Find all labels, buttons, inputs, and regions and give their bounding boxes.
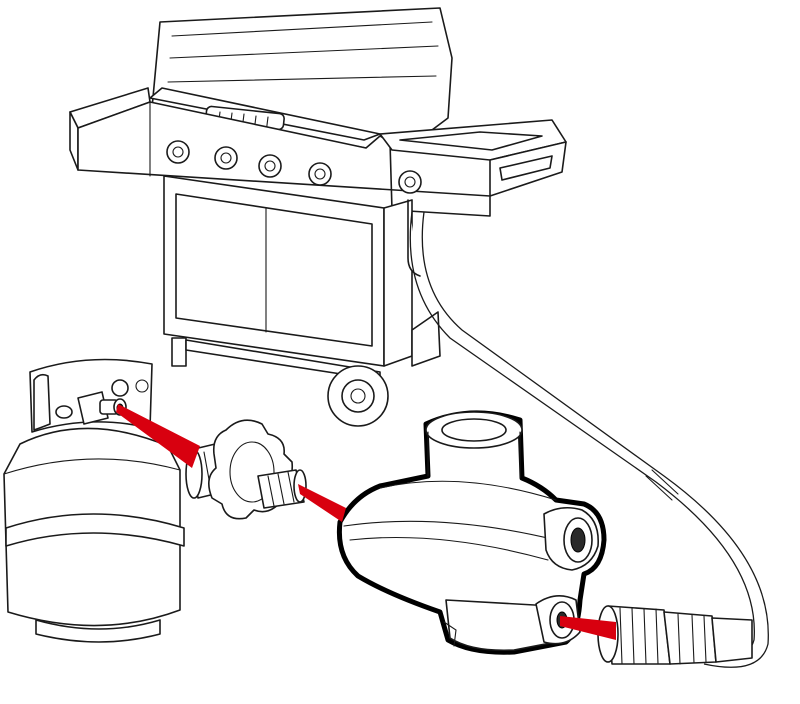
propane-tank-icon — [3, 358, 185, 643]
tank-adapter-icon — [185, 419, 307, 520]
beam-regulator-to-fitting — [560, 616, 616, 640]
grill-knob-icon — [166, 140, 422, 194]
gas-regulator-icon — [336, 410, 607, 655]
beam-adapter-to-regulator — [298, 484, 346, 522]
beam-tank-to-adapter — [116, 404, 200, 468]
gas-grill-icon — [69, 7, 567, 427]
hose-fitting-icon — [597, 605, 753, 665]
connection-beams — [116, 404, 616, 640]
